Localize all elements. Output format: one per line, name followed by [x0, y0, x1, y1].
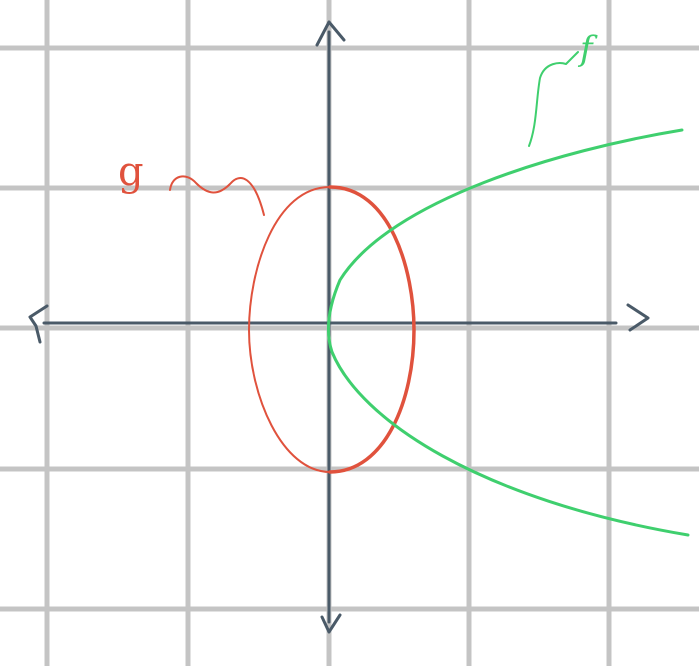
down-arrow-icon	[320, 613, 342, 634]
curve-g-left-arc	[247, 186, 331, 473]
curve-g	[247, 185, 416, 474]
label-g: g	[118, 149, 144, 195]
label-g-pointer	[169, 175, 265, 216]
curve-g-right-arc	[328, 185, 416, 474]
curve-f	[326, 128, 690, 537]
right-arrow-icon	[626, 303, 650, 332]
label-f-pointer	[528, 51, 579, 147]
left-arrow-icon	[28, 304, 49, 344]
up-arrow-icon	[315, 20, 346, 47]
